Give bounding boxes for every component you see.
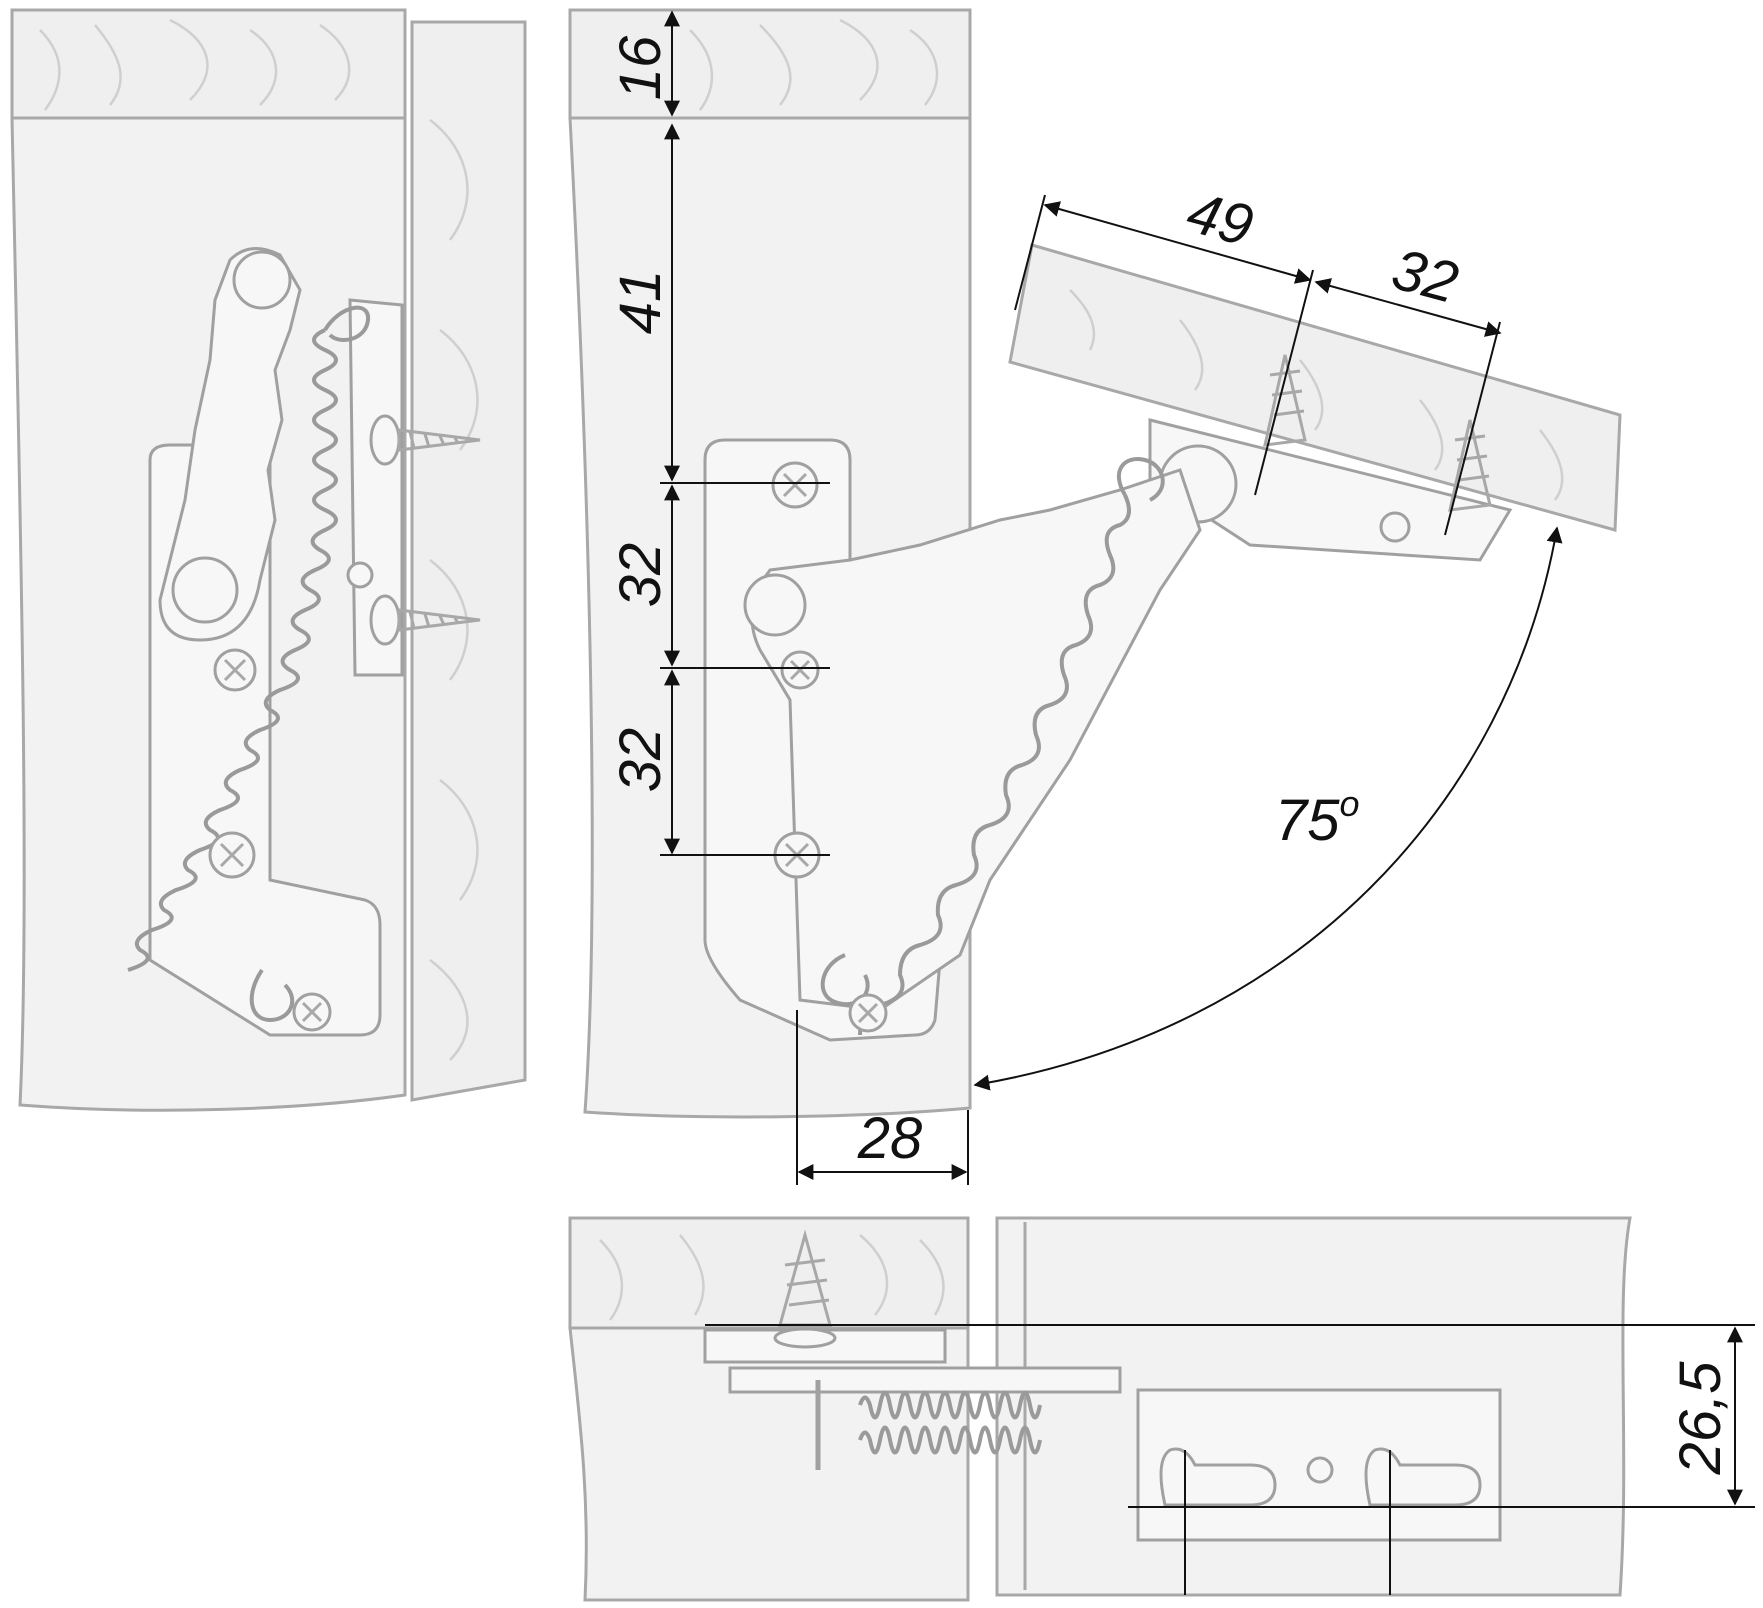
closed-plate-screw-3 [292, 992, 332, 1032]
dim-49-line [1043, 201, 1312, 284]
top-view-board [568, 1216, 970, 1330]
top-view-keyhole-2 [1364, 1447, 1482, 1507]
dim-angle-label: 75o [1275, 783, 1360, 853]
closed-side-view [10, 8, 527, 1112]
closed-arm [158, 247, 302, 642]
dim-angle-unit: o [1340, 783, 1360, 824]
open-lid-grain [1069, 289, 1564, 501]
top-view-left-panel [568, 1326, 970, 1602]
open-plate-screw-1 [771, 461, 819, 509]
open-spring-top-hook [1117, 457, 1165, 502]
open-plate-screw-4 [848, 993, 888, 1033]
open-lid-screw-1 [1263, 354, 1307, 447]
closed-arm-lower-hole [171, 556, 239, 624]
dim-41-label: 41 [608, 270, 673, 335]
closed-front-board [410, 20, 527, 1102]
dim-32b-label: 32 [608, 728, 673, 793]
open-side-view: 16 41 32 32 49 32 75o 28 [568, 8, 1622, 1185]
dimension-lines-open [660, 10, 1563, 1185]
open-arm-hole [743, 573, 807, 637]
closed-spring-bottom-hook [249, 968, 295, 1023]
dim-lid-ext-2 [1254, 269, 1314, 496]
dim-angle-arc [973, 526, 1563, 1091]
open-spring-bottom-hook [820, 953, 870, 1007]
closed-screw-upper [369, 414, 481, 466]
dim-28-label: 28 [857, 1106, 923, 1171]
dim-lid-ext-1 [1014, 194, 1046, 311]
closed-spring [127, 328, 338, 972]
closed-plate-screw-1 [213, 648, 257, 692]
dim-16-label: 16 [608, 35, 673, 100]
closed-small-pin [346, 561, 374, 589]
dim-32a-label: 32 [608, 543, 673, 608]
closed-plate-screw-2 [208, 831, 256, 879]
closed-front-board-grain [429, 119, 479, 1061]
top-view: 26,5 [568, 1216, 1755, 1602]
top-view-spring-2 [858, 1425, 1042, 1455]
open-lid-bracket-hole [1379, 511, 1411, 543]
top-view-board-grain [599, 1234, 945, 1321]
closed-top-board-grain [39, 18, 351, 111]
top-view-lid-hole [1306, 1456, 1334, 1484]
closed-spring-top-hook [323, 305, 370, 342]
dim-angle-value: 75 [1275, 788, 1340, 853]
dim-32-lid-line [1314, 278, 1502, 337]
open-top-board-grain [689, 18, 939, 111]
open-plate-screw-2 [780, 650, 820, 690]
top-view-arm [728, 1366, 1122, 1394]
top-view-spring [858, 1390, 1042, 1420]
closed-screw-lower [369, 594, 481, 646]
dim-lid-ext-3 [1444, 321, 1501, 536]
closed-arm-pivot-hole [232, 250, 292, 310]
top-view-keyhole-1 [1159, 1447, 1277, 1507]
dim-26-5-label: 26,5 [1668, 1361, 1733, 1476]
